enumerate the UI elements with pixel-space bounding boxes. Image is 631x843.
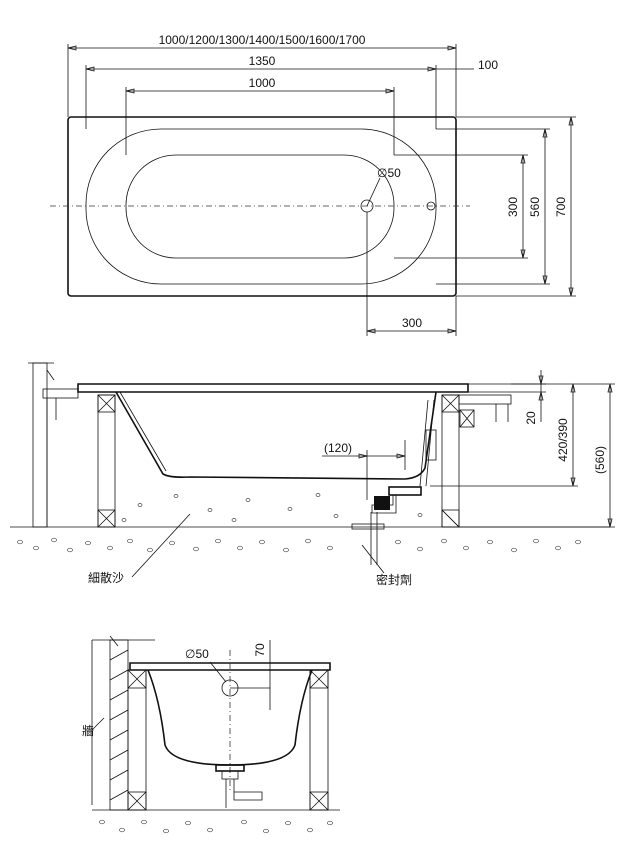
dim-1350-label: 1350 [249, 54, 276, 68]
side-wall [32, 362, 48, 528]
label-fine-sand: 細散沙 [88, 570, 124, 585]
overflow-circle [426, 201, 436, 211]
dim-560-label: 560 [528, 197, 542, 217]
dim-420-390-label: 420/390 [556, 418, 570, 462]
end-wall [109, 639, 129, 811]
side-tub-body [115, 391, 437, 480]
end-right-leg [309, 669, 329, 811]
dim-560-side-label: (560) [593, 446, 607, 474]
end-dim-diameter-label: ∅50 [185, 647, 209, 661]
dim-lengths-label: 1000/1200/1300/1400/1500/1600/1700 [159, 33, 366, 47]
label-sealant: 密封劑 [376, 572, 412, 587]
end-view: 70 ∅50 牆 [82, 635, 340, 834]
dim-120-label: (120) [324, 441, 352, 455]
end-left-leg [127, 669, 147, 811]
dim-100-label: 100 [478, 58, 498, 72]
tub-bottom-area [125, 154, 395, 259]
dim-diameter-label: ∅50 [377, 166, 401, 180]
label-wall: 牆 [82, 723, 94, 738]
side-tub-rim [77, 383, 469, 393]
dim-300-bottom-label: 300 [402, 316, 422, 330]
tub-inner-outline [85, 128, 437, 285]
drain-seal-rings [374, 496, 390, 510]
right-support-leg [441, 394, 460, 528]
end-tub-rim [129, 662, 331, 671]
dim-20-label: 20 [524, 411, 538, 425]
dim-70-label: 70 [253, 643, 267, 657]
dim-300-vertical-label: 300 [506, 197, 520, 217]
end-gravel [99, 819, 333, 834]
left-support-leg [97, 394, 116, 528]
side-view: (120) 20 420/390 (560) 細散沙 密封劑 [10, 362, 615, 587]
top-view: 1000/1200/1300/1400/1500/1600/1700 1350 … [50, 33, 576, 336]
dim-700-label: 700 [554, 197, 568, 217]
dim-1000-label: 1000 [249, 76, 276, 90]
side-gravel [17, 493, 581, 553]
tub-outer-rim [67, 116, 457, 297]
